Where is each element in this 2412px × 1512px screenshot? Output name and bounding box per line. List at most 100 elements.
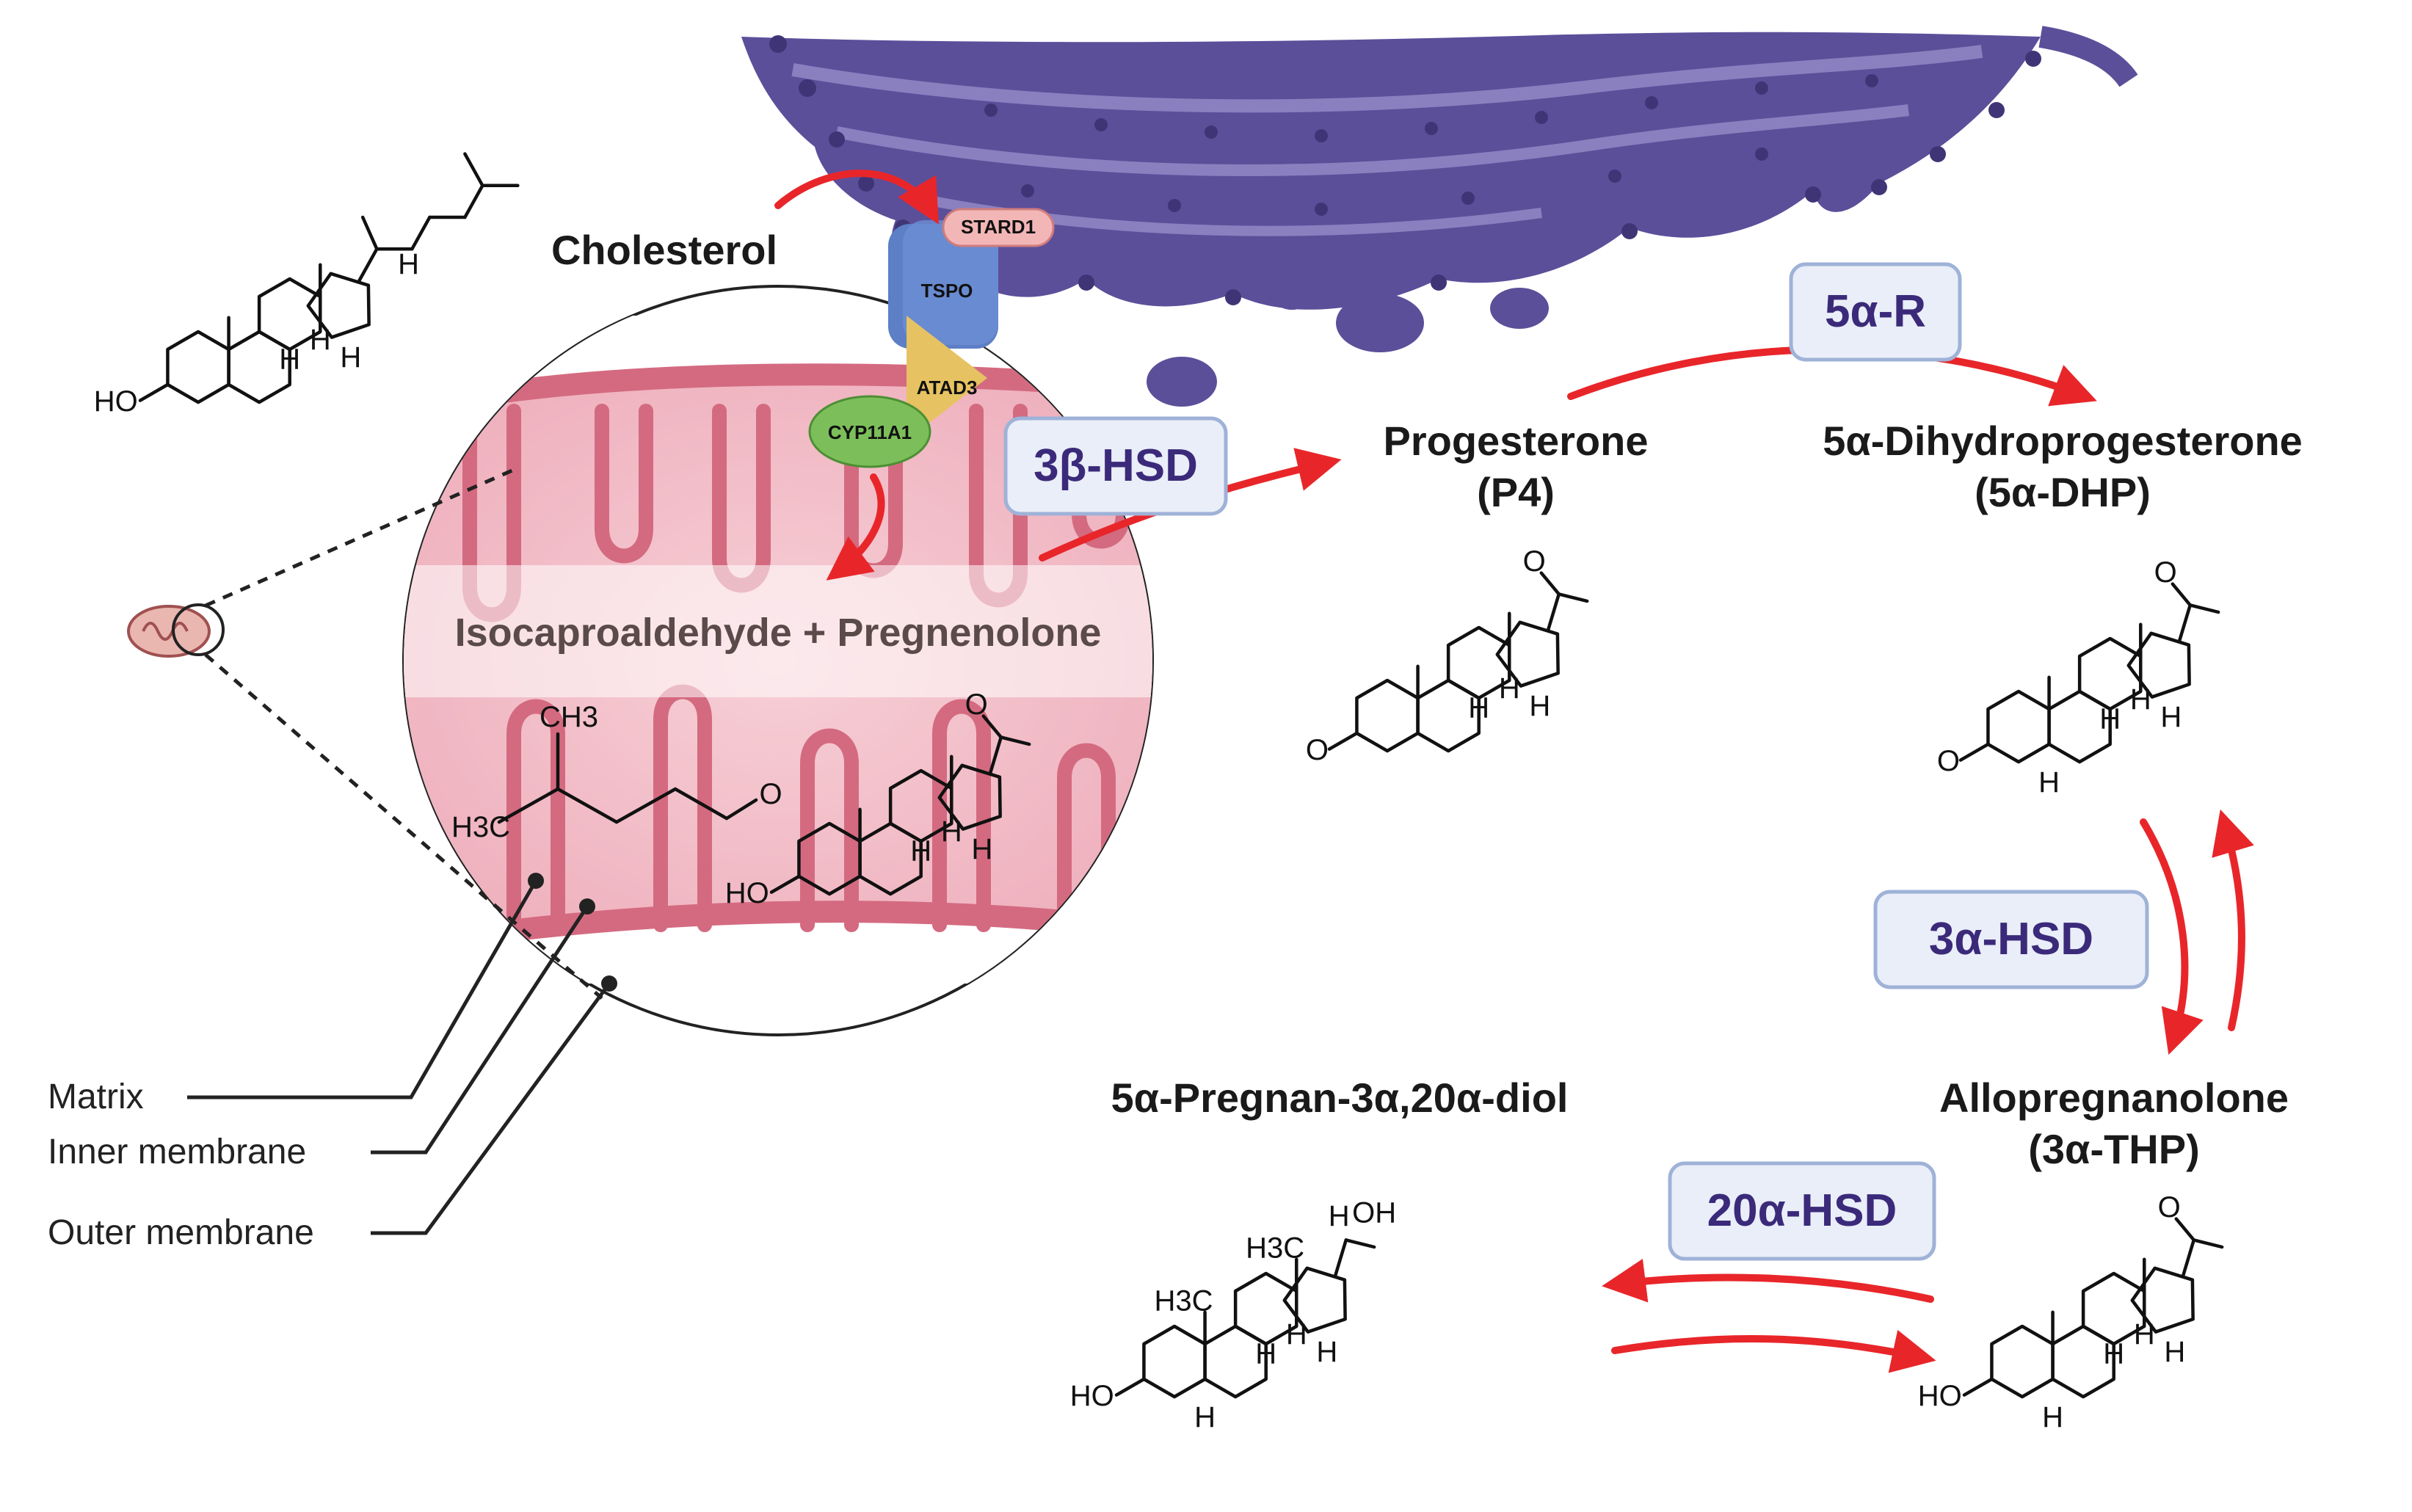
dhp-structure-ring-d (2126, 631, 2191, 699)
iso-o: O (759, 778, 782, 810)
chemical-structures: HHHHHOOHHHHOOHHHOOHHHOHOHHHHOHOHHHHHHOHH… (94, 152, 2224, 1433)
hsd20a-reverse-arrow (1611, 1329, 1936, 1373)
tspo-label: TSPO (921, 280, 973, 302)
progesterone-name: Progesterone (1384, 418, 1649, 464)
cholesterol-structure-side-8 (463, 152, 484, 188)
enzyme-5a-r: 5α-R (1789, 262, 1962, 362)
progesterone-structure-ring-a (1355, 678, 1420, 753)
pregnenolone-structure-h14: H (971, 833, 992, 865)
cholesterol-structure-side-1 (357, 247, 379, 283)
diol-structure-h3c-19: H3C (1154, 1284, 1213, 1317)
hsd20a-forward-arrow (1602, 1259, 1934, 1303)
allo-structure-h5: H (2042, 1401, 2063, 1433)
cholesterol-structure-c3oh (138, 382, 170, 402)
pregnenolone-structure-side-2 (999, 735, 1031, 746)
dhp-structure-c3o (1958, 742, 1990, 762)
dhp-structure-carbonyl (2171, 582, 2193, 607)
diol-structure-h20: H (1329, 1200, 1350, 1232)
cholesterol-structure-side-4 (410, 215, 432, 251)
dhp-structure-o3: O (1937, 745, 1960, 777)
iso-bond-2 (614, 787, 678, 824)
progesterone-structure-o20: O (1523, 545, 1546, 578)
pregnenolone-structure-h8: H (941, 815, 962, 848)
allo-structure-c3oh (1962, 1377, 1994, 1397)
progesterone-abbr: (P4) (1477, 469, 1555, 515)
cholesterol-structure-h14: H (340, 341, 361, 374)
enzyme-3b-hsd-label: 3β-HSD (1034, 440, 1198, 491)
hsd3a-forward-arrow (2140, 818, 2204, 1055)
cyp11a1-label: CYP11A1 (828, 421, 912, 443)
cholesterol-structure-ring-d (306, 272, 371, 339)
progesterone-structure-h14: H (1529, 690, 1550, 722)
iso-aldehyde (724, 798, 758, 821)
pregnenolone-structure-side-1 (989, 735, 1003, 774)
dhp-structure-side-1 (2178, 603, 2193, 642)
cholesterol-structure-ring-a (166, 330, 230, 404)
enzyme-3a-hsd: 3α-HSD (1873, 890, 2149, 989)
cholesterol-structure-h9: H (279, 343, 300, 375)
pregnenolone-structure-ho3: HO (725, 877, 769, 909)
inner-membrane-label: Inner membrane (48, 1133, 306, 1171)
atad3-label: ATAD3 (917, 377, 978, 399)
dhp-name: 5α-Dihydroprogesterone (1823, 418, 2303, 464)
diol-structure-h5: H (1194, 1401, 1216, 1433)
outer-membrane-label: Outer membrane (48, 1213, 314, 1252)
cholesterol-import-arrow (774, 170, 939, 225)
dhp-structure-h14: H (2160, 701, 2182, 733)
hsd3a-reverse-arrow (2212, 809, 2254, 1031)
iso-bond-1 (556, 787, 619, 824)
progesterone-structure-c3o (1327, 731, 1359, 751)
diol-structure-ring-a (1142, 1324, 1207, 1399)
cholesterol-structure-ho3: HO (94, 385, 138, 418)
cholesterol-structure-side-2 (360, 215, 379, 251)
allo-structure-o20: O (2158, 1191, 2181, 1224)
pregnenolone-structure-o20: O (965, 688, 988, 721)
progesterone-structure-ring-d (1495, 620, 1560, 688)
allo-abbr: (3α-THP) (2028, 1126, 2200, 1172)
enzyme-20a-hsd: 20α-HSD (1668, 1161, 1936, 1261)
diol-structure-h14: H (1316, 1336, 1337, 1368)
cholesterol-name: Cholesterol (551, 227, 777, 273)
endoplasmic-reticulum (741, 26, 2138, 407)
progesterone-structure-carbonyl (1539, 571, 1561, 596)
iso-h3c: H3C (451, 811, 510, 843)
progesterone-structure-h9: H (1468, 691, 1489, 724)
diol-structure-h9: H (1255, 1337, 1276, 1370)
allo-structure-ring-a (1990, 1324, 2055, 1399)
allo-structure-h14: H (2164, 1336, 2185, 1368)
progesterone-structure-o3: O (1306, 734, 1329, 766)
dhp-structure-h8: H (2130, 683, 2151, 716)
diol-structure-oh20: OH (1352, 1196, 1396, 1229)
diol-structure-side-1 (1334, 1238, 1348, 1277)
iso-bond-3 (673, 787, 729, 821)
allo-structure-h8: H (2134, 1318, 2155, 1351)
allo-structure-carbonyl (2174, 1217, 2196, 1242)
diol-name: 5α-Pregnan-3α,20α-diol (1111, 1075, 1569, 1121)
allo-structure-side-2 (2192, 1238, 2224, 1249)
iso-ch3: CH3 (540, 701, 598, 733)
pregnenolone-structure-ring-d (937, 763, 1002, 831)
enzyme-3a-hsd-label: 3α-HSD (1929, 914, 2093, 964)
diol-structure-h8: H (1286, 1318, 1307, 1351)
cholesterol-structure-h17: H (398, 248, 419, 280)
stard1-label: STARD1 (961, 216, 1036, 238)
dhp-structure-ring-a (1986, 689, 2051, 764)
diol-structure-side-2 (1344, 1238, 1376, 1249)
allo-structure-h9: H (2103, 1337, 2124, 1370)
diol-structure-ho3: HO (1070, 1380, 1114, 1412)
enzyme-3b-hsd: 3β-HSD (1003, 416, 1228, 516)
pregnenolone-structure-c3oh (769, 874, 801, 894)
mitochondrion-thumbnail (127, 468, 603, 1000)
allo-structure-ho3: HO (1918, 1380, 1962, 1412)
iso-bond-0 (497, 787, 560, 824)
iso-preg-label: Isocaproaldehyde + Pregnenolone (455, 611, 1102, 655)
allo-structure-ring-d (2130, 1266, 2195, 1334)
dhp-structure-h5: H (2038, 766, 2060, 799)
dhp-structure-side-2 (2188, 603, 2220, 614)
